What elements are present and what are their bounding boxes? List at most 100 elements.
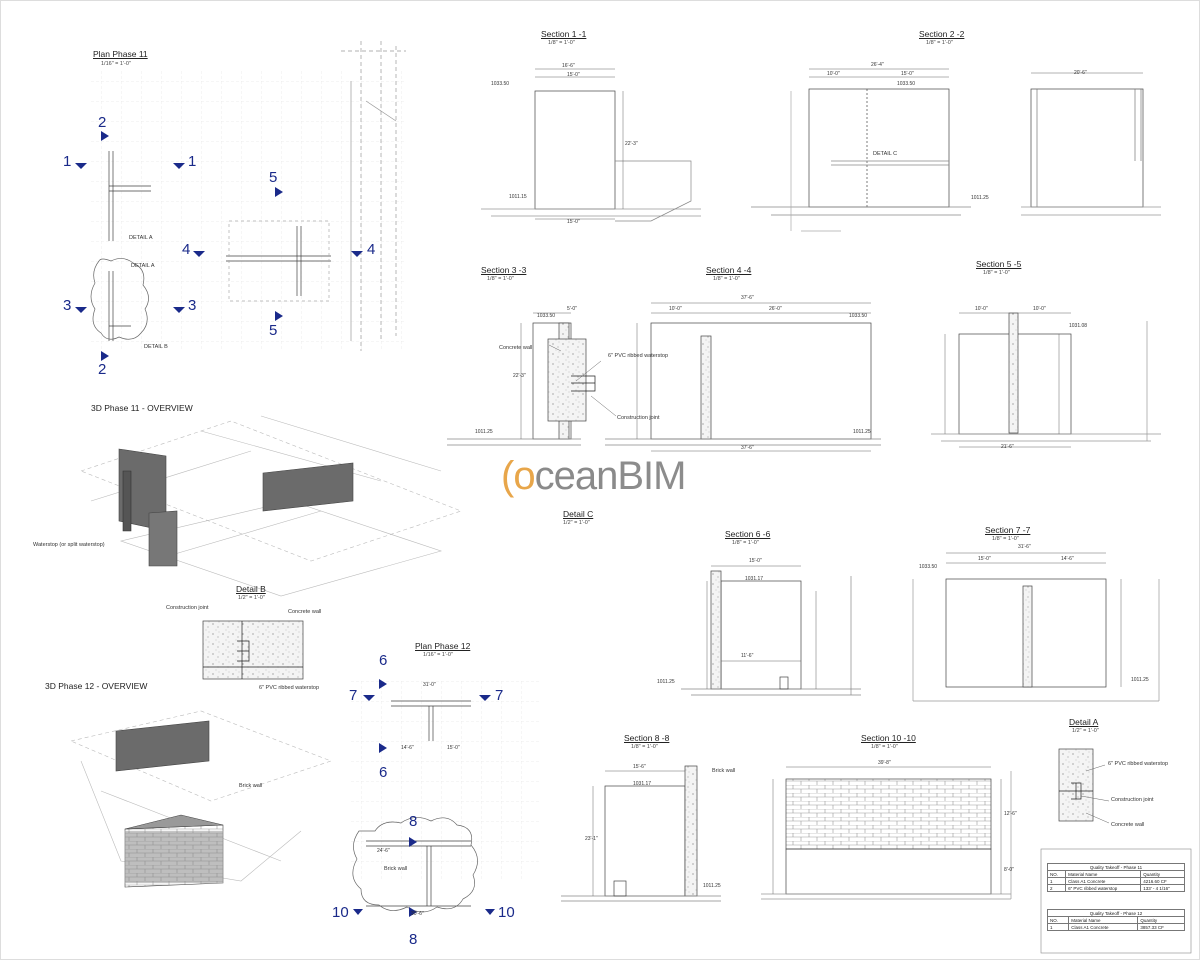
dim-s8-height: 23'-1": [585, 836, 598, 842]
takeoff-12-h-no: NO.: [1046, 916, 1070, 924]
plan-phase-12-scale: 1/16" = 1'-0": [423, 652, 453, 658]
marker-2-bottom: 2: [98, 361, 107, 378]
dim-s6-mid: 11'-6": [741, 653, 754, 659]
dim-p12-top: 31'-0": [423, 682, 436, 688]
takeoff-cell: 4216.60 CF: [1140, 877, 1185, 885]
section-8-8-title: Section 8 -8: [624, 733, 670, 743]
dim-s4-bottom: 37'-6": [741, 445, 754, 451]
takeoff-cell: 133' - 4 1/16": [1140, 884, 1185, 892]
section-7-7-scale: 1/8" = 1'-0": [992, 536, 1019, 542]
detail-b-scale: 1/2" = 1'-0": [238, 595, 265, 601]
section-6-6-scale: 1/8" = 1'-0": [732, 540, 759, 546]
dim-s4-left: 10'-0": [669, 306, 682, 312]
dim-s5-right: 10'-0": [1033, 306, 1046, 312]
detail-b-title: Detail B: [236, 584, 266, 594]
marker-5-top: 5: [269, 169, 278, 186]
dim-s1-inner: 15'-0": [567, 72, 580, 78]
section-5-5-title: Section 5 -5: [976, 259, 1022, 269]
elev-s1-top: 1033.50: [491, 81, 510, 87]
dim-s2b-overall: 20'-6": [1074, 70, 1087, 76]
detail-b-waterstop-label: 6" PVC ribbed waterstop: [259, 685, 320, 691]
dim-s7-overall: 31'-6": [1018, 544, 1031, 550]
section-4-4: [605, 302, 881, 452]
section-8-8: [561, 765, 721, 902]
marker-6-bottom: 6: [379, 764, 388, 781]
plan-phase-11-scale: 1/16" = 1'-0": [101, 61, 131, 67]
section-10-10: [761, 766, 1012, 900]
dim-p12-left: 14'-6": [401, 745, 414, 751]
dim-s7-right: 14'-6": [1061, 556, 1074, 562]
detail-a-joint-label: Construction joint: [1111, 797, 1154, 803]
table-row: 1 Class A1 Concrete 3857.33 CF: [1046, 923, 1185, 931]
takeoff-cell: Class A1 Concrete: [1068, 923, 1139, 931]
detail-a: [1058, 748, 1110, 824]
takeoff-12-h-qty: Quantity: [1137, 916, 1185, 924]
plan-phase-12: [351, 681, 541, 913]
section-1-1-title: Section 1 -1: [541, 29, 587, 39]
dim-s2-right: 15'-0": [901, 71, 914, 77]
elev-s4-bot: 1011.25: [853, 429, 871, 435]
elev-s1-bot: 1011.15: [509, 194, 527, 200]
section-10-10-scale: 1/8" = 1'-0": [871, 744, 898, 750]
detail-b: [202, 620, 304, 680]
marker-8-bottom: 8: [409, 931, 418, 948]
section-8-brick-wall-label: Brick wall: [712, 768, 736, 774]
elev-s7-bot: 1011.25: [1131, 677, 1149, 683]
takeoff-11-title: Quality Takeoff - Phase 11: [1047, 863, 1185, 871]
detail-a-concrete-label: Concrete wall: [1111, 822, 1145, 828]
section-4-4-scale: 1/8" = 1'-0": [713, 276, 740, 282]
elev-s3-bot: 1011.25: [475, 429, 493, 435]
plan-phase-12-title: Plan Phase 12: [415, 641, 471, 651]
dim-s3-top: 5'-0": [567, 306, 577, 312]
marker-10-left: 10: [332, 904, 349, 921]
takeoff-12-h-material: Material Name: [1068, 916, 1139, 924]
elev-s5-top: 1031.08: [1069, 323, 1088, 329]
section-7-7: [912, 552, 1160, 702]
marker-8-top: 8: [409, 813, 418, 830]
detail-c-concrete-label: Concrete wall: [499, 345, 533, 351]
section-2-2-title: Section 2 -2: [919, 29, 965, 39]
detail-a-callout-2: DETAIL A: [131, 263, 155, 269]
section-markers: [75, 131, 495, 917]
dim-s4-right: 26'-0": [769, 306, 782, 312]
section-7-7-title: Section 7 -7: [985, 525, 1031, 535]
detail-c-title: Detail C: [563, 509, 594, 519]
detail-b-joint-label: Construction joint: [166, 605, 209, 611]
marker-4-left: 4: [182, 241, 191, 258]
detail-a-waterstop-label: 6" PVC ribbed waterstop: [1108, 761, 1169, 767]
detail-c: [547, 338, 617, 422]
section-5-5-scale: 1/8" = 1'-0": [983, 270, 1010, 276]
dim-s5-bottom: 21'-6": [1001, 444, 1014, 450]
plan-phase-11-title: Plan Phase 11: [93, 49, 148, 59]
elev-s4-top: 1033.50: [849, 313, 868, 319]
section-6-6: [681, 565, 861, 696]
takeoff-11-h-material: Material Name: [1065, 870, 1142, 878]
3d-brick-wall-label: Brick wall: [239, 783, 263, 789]
3d-phase-12-title: 3D Phase 12 - OVERVIEW: [45, 681, 148, 691]
marker-7-left: 7: [349, 687, 358, 704]
takeoff-12-title: Quality Takeoff - Phase 12: [1047, 909, 1185, 917]
detail-b-concrete-label: Concrete wall: [288, 609, 322, 615]
takeoff-frame: [1040, 848, 1192, 954]
dim-s2-overall: 26'-4": [871, 62, 884, 68]
table-row: 2 6" PVC ribbed waterstop 133' - 4 1/16": [1046, 884, 1185, 892]
section-8-8-scale: 1/8" = 1'-0": [631, 744, 658, 750]
dim-s1-bottom: 15'-0": [567, 219, 580, 225]
section-3-3-scale: 1/8" = 1'-0": [487, 276, 514, 282]
detail-a-scale: 1/2" = 1'-0": [1072, 728, 1099, 734]
dim-s10-top: 39'-8": [878, 760, 891, 766]
marker-10-right: 10: [498, 904, 515, 921]
oceanbim-logo: (oceanBIM: [501, 454, 686, 498]
elev-s7-top: 1033.50: [919, 564, 938, 570]
dim-s2-left: 10'-0": [827, 71, 840, 77]
dim-p12-b-left: 24'-6": [377, 848, 390, 854]
section-10-10-title: Section 10 -10: [861, 733, 916, 743]
section-2-2: [751, 68, 1161, 232]
section-5-5: [931, 312, 1161, 448]
dim-s3-height: 22'-3": [513, 373, 526, 379]
waterstop-label: Waterstop (or split waterstop): [33, 542, 105, 548]
marker-2-top: 2: [98, 114, 107, 131]
3d-phase-11: [80, 415, 462, 597]
detail-a-title: Detail A: [1069, 717, 1099, 727]
